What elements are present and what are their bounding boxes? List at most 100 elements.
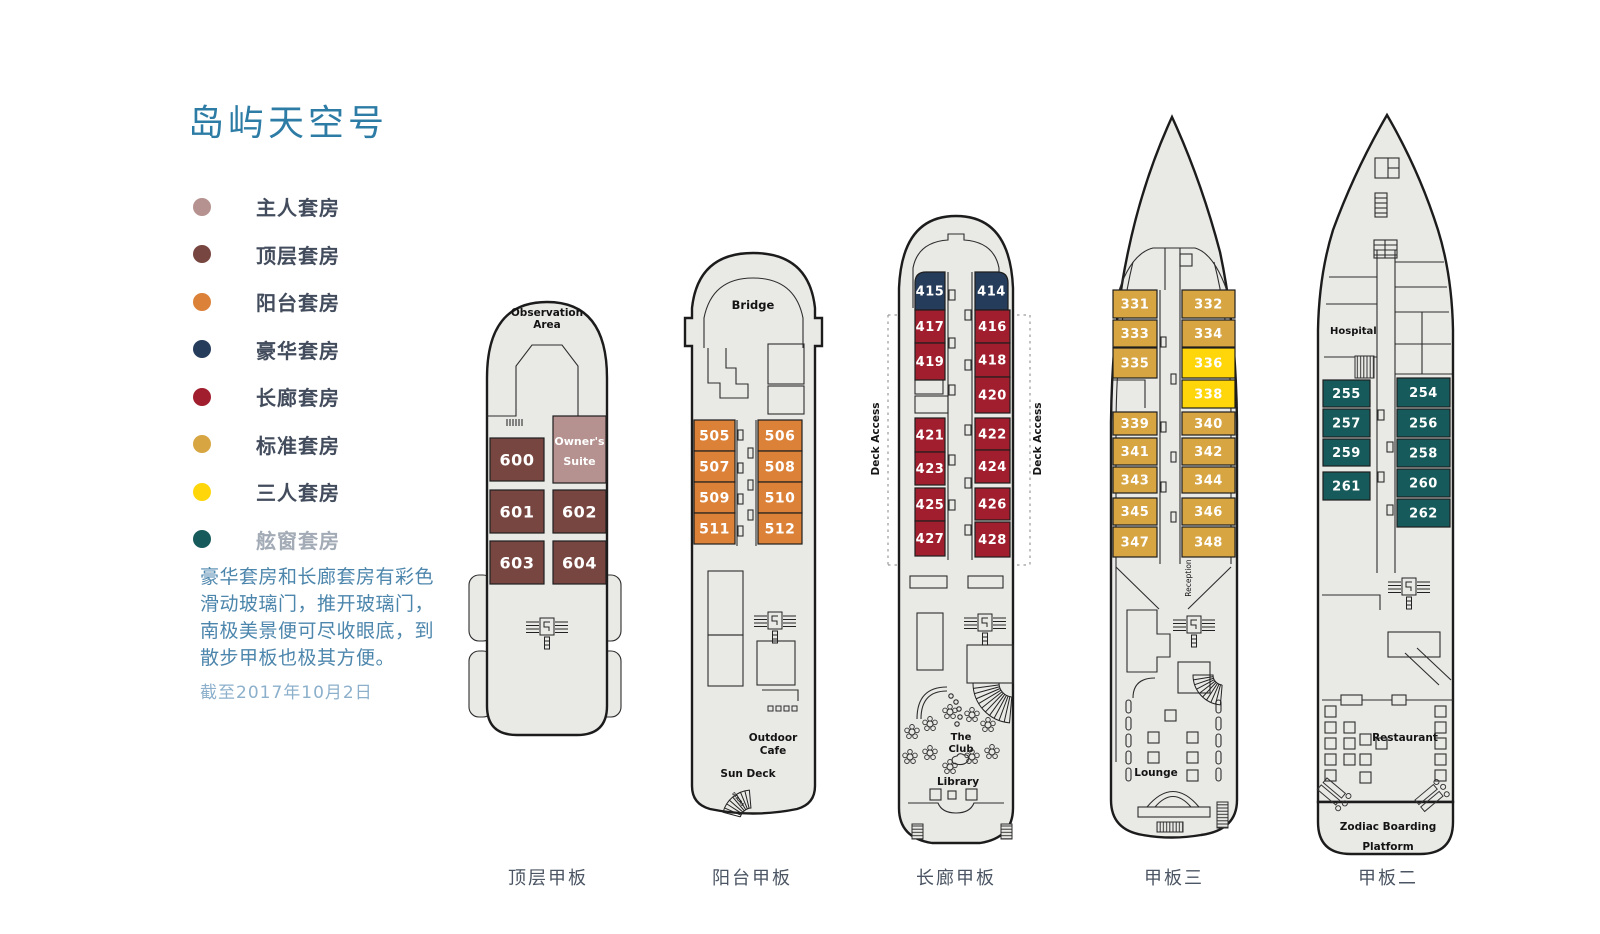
cabin-number-347: 347 [1121,536,1150,551]
legend-item-label: 主人套房 [256,196,340,220]
room [909,575,948,589]
legend-item: 豪华套房 [193,339,340,363]
owners-suite-label1: Owner's [554,435,605,448]
cabin-343 [1112,466,1158,494]
suite-type-legend: 主人套房顶层套房阳台套房豪华套房长廊套房标准套房三人套房舷窗套房 [193,196,340,553]
cabin-426 [974,487,1011,521]
table-with-chairs [922,716,938,731]
stern-hatch [1000,823,1013,840]
cabin-603 [489,540,545,585]
cabin-600 [489,437,545,482]
legend-item-label: 顶层套房 [256,243,340,268]
deck-label-promenade: 长廊甲板 [916,868,996,889]
sun-deck-label: Sun Deck [720,768,776,780]
lounge-side-windows [1125,699,1222,782]
forward-rooms [1324,261,1452,375]
cabin-number-254: 254 [1409,386,1438,401]
legend-color-dot [193,197,211,216]
bow-walkway [1115,247,1231,301]
diagonal-corridor [1404,647,1452,686]
cabin-339 [1112,411,1158,436]
cabin-422 [974,417,1011,451]
reception-label: Reception [1184,559,1193,597]
cabin-number-427: 427 [916,532,945,547]
zodiac-label2: Platform [1362,841,1413,853]
cabin-number-338: 338 [1194,388,1223,403]
cabin-511 [693,512,736,545]
cabin-number-342: 342 [1194,445,1223,460]
deck-label-two: 甲板二 [1358,868,1418,889]
wall [762,689,799,701]
observation-area-label: Observation [511,307,583,319]
room [916,612,944,671]
cabin-420 [974,376,1011,414]
bow-corridor [1164,248,1193,290]
cabin-602 [552,489,607,534]
cabin-number-261: 261 [1332,480,1361,495]
legend-item: 舷窗套房 [193,529,340,553]
cabin-338 [1181,379,1236,409]
cabin-number-339: 339 [1121,417,1150,432]
zodiac-label1: Zodiac Boarding [1340,821,1437,833]
the-club-label2: Club [948,744,973,755]
curved-stairs [1192,674,1223,706]
legend-color-dot [193,482,211,501]
cabin-424 [974,449,1011,484]
cabin-512 [757,512,803,545]
legend-color-dot [193,387,211,406]
stairs-elevator-icon [754,611,796,644]
cabin-344 [1181,466,1236,494]
cabin-262 [1396,498,1451,528]
zodiac-platform-hull [1316,800,1455,856]
hospital-label: Hospital [1330,326,1377,337]
cabin-number-421: 421 [916,429,945,444]
lounge-entry-curve [1132,677,1156,699]
deck-plan-deck-two: Hospital Restaurant Zodi [1295,110,1460,862]
deck-label-veranda: 阳台甲板 [712,868,792,889]
cabin-number-512: 512 [765,522,796,538]
cabin-508 [757,450,803,483]
cabin-number-340: 340 [1194,417,1223,432]
legend-item: 标准套房 [193,434,340,458]
bridge-room [767,385,805,415]
legend-item: 三人套房 [193,481,340,505]
owners-suite: Owner's Suite [552,415,607,484]
cabin-number-417: 417 [916,320,945,335]
cabin-333 [1112,319,1158,348]
stair-ticks [506,419,523,426]
cabin-number-256: 256 [1409,417,1438,432]
cabin-number-341: 341 [1121,445,1150,460]
owners-suite-label2: Suite [563,455,595,468]
wall [1322,594,1381,610]
cabin-number-601: 601 [500,502,535,521]
table-with-chairs [980,717,996,732]
stern-inner-line [908,802,1004,814]
cabin-601 [489,489,545,534]
stairs-elevator-icon [1388,577,1430,610]
restaurant-tables [1324,705,1447,784]
diagonal-table [1316,777,1352,812]
cabin-number-508: 508 [765,460,796,476]
bridge-label: Bridge [732,298,775,312]
cabin-417 [914,309,946,344]
cabin-number-416: 416 [978,320,1007,335]
table-with-chairs [964,707,980,722]
legend-item-label: 豪华套房 [256,338,340,363]
cabin-number-343: 343 [1121,474,1150,489]
cabin-number-335: 335 [1121,357,1150,372]
legend-item: 阳台套房 [193,291,340,315]
cabin-341 [1112,437,1158,466]
stairs-elevator-icon [526,617,568,650]
cabin-415 [914,271,946,311]
bow-equipment [1373,157,1400,259]
cabin-number-346: 346 [1194,505,1223,520]
cabin-number-510: 510 [765,491,796,507]
cabin-260 [1396,468,1451,498]
library-label: Library [937,776,979,788]
corridor [736,420,757,546]
cabin-number-603: 603 [500,553,535,572]
outdoor-cafe-label1: Outdoor [749,732,798,744]
observation-area-outline [487,344,607,417]
stern-hatch [1216,801,1229,829]
